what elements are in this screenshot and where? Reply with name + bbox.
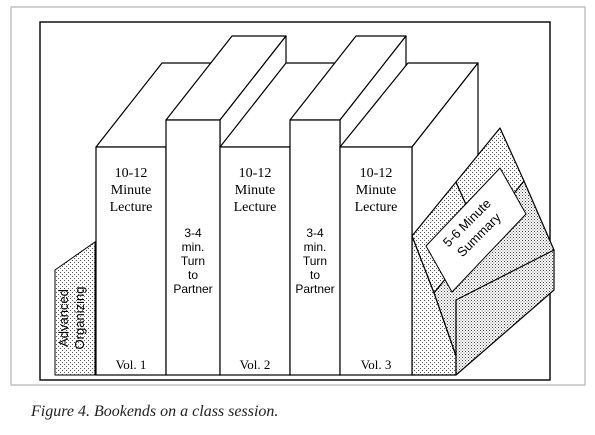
book1-line-1: 10-12 — [115, 166, 148, 181]
partner1-line-1: 3-4 — [184, 226, 202, 240]
book2-line-3: Lecture — [234, 200, 277, 215]
book2-line-2: Minute — [235, 183, 275, 198]
book2-volume: Vol. 2 — [240, 357, 271, 372]
outer-frame — [10, 6, 586, 386]
partner1-line-3: Turn — [181, 254, 205, 268]
book3-line-3: Lecture — [355, 200, 398, 215]
book-vol2-spine — [219, 146, 291, 376]
book-vol1-spine — [95, 146, 167, 376]
book1-line-3: Lecture — [110, 200, 153, 215]
partner2-line-3: Turn — [303, 254, 327, 268]
partner2-line-1: 3-4 — [306, 226, 324, 240]
book-vol3-spine — [339, 146, 413, 376]
partner2-line-5: Partner — [295, 282, 334, 296]
book2-line-1: 10-12 — [239, 166, 272, 181]
partner2-line-2: min. — [304, 240, 327, 254]
book3-line-2: Minute — [356, 183, 396, 198]
partner1-line-4: to — [188, 268, 198, 282]
figure-caption: Figure 4. Bookends on a class session. — [30, 403, 278, 420]
book-partner2-spine — [289, 119, 341, 376]
partner1-line-2: min. — [182, 240, 205, 254]
left-bookend — [54, 241, 96, 376]
book-fronts — [95, 119, 413, 376]
partner1-line-5: Partner — [173, 282, 212, 296]
book-partner1-spine — [165, 119, 221, 376]
book1-volume: Vol. 1 — [116, 357, 147, 372]
book3-volume: Vol. 3 — [361, 357, 392, 372]
figure-border — [39, 21, 551, 381]
book1-line-2: Minute — [111, 183, 151, 198]
partner2-line-4: to — [310, 268, 320, 282]
book3-line-1: 10-12 — [360, 166, 393, 181]
left-bookend-label-1: Advanced — [56, 289, 71, 347]
left-bookend-label-2: Organizing — [72, 287, 87, 350]
